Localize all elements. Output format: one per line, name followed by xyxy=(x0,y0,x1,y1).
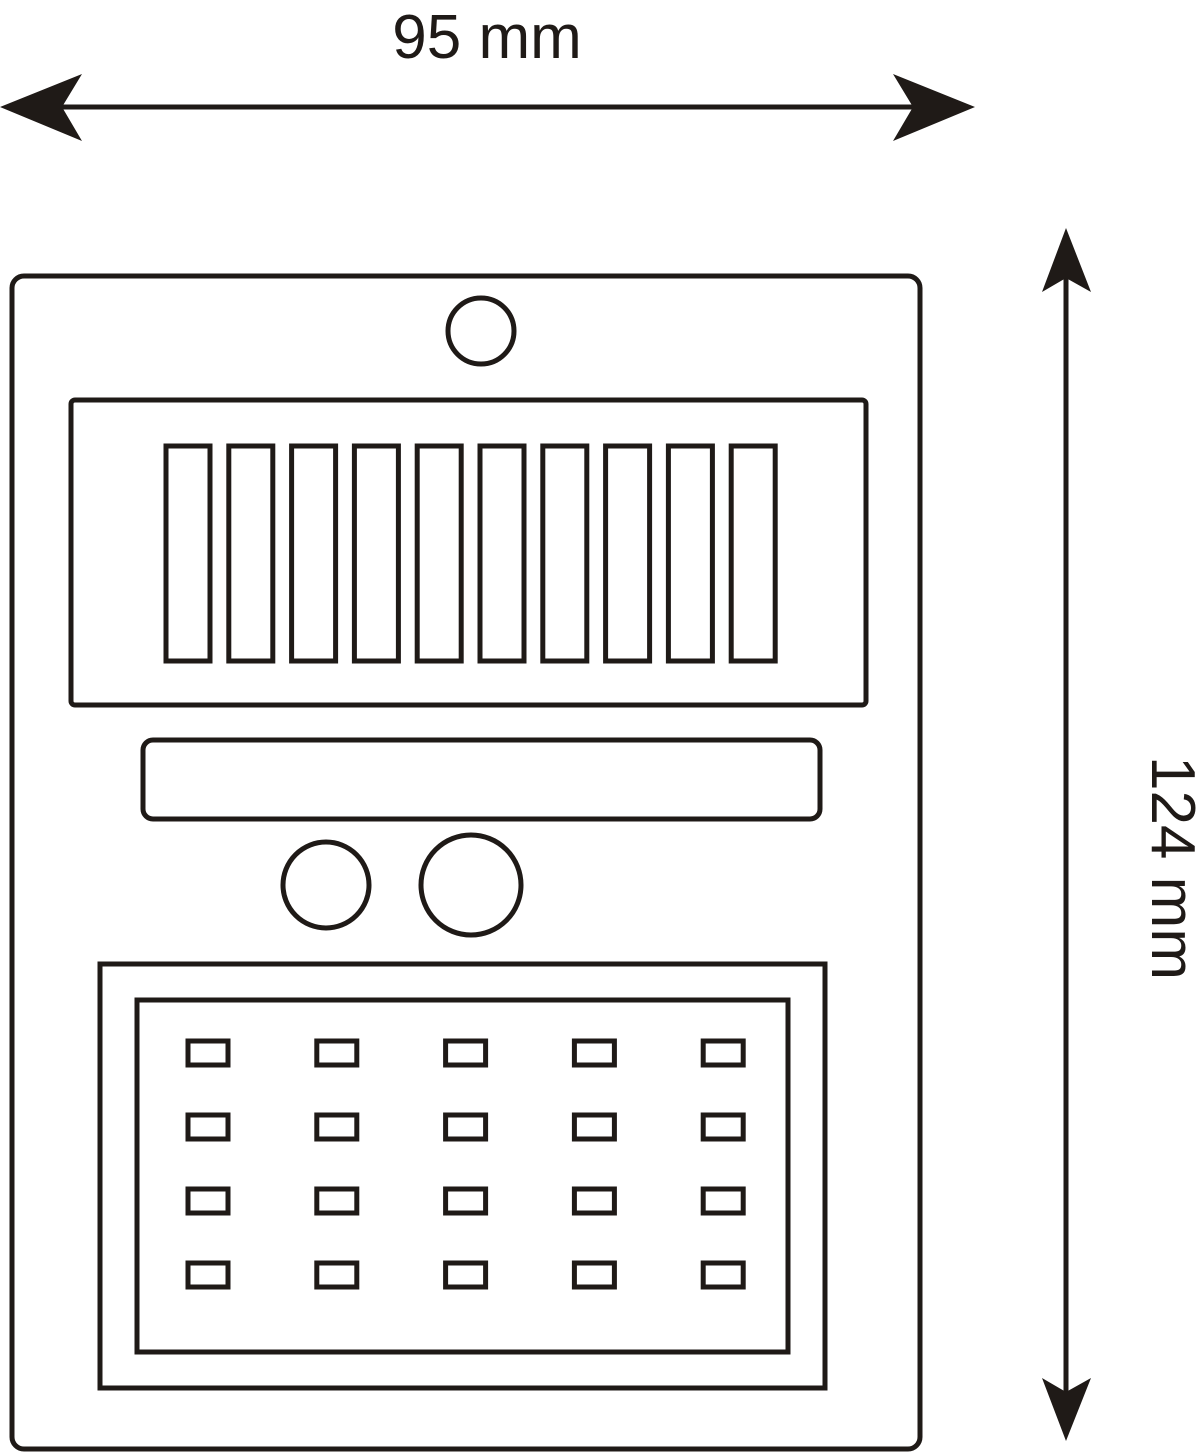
width-label: 95 mm xyxy=(392,3,581,72)
led-chip xyxy=(571,1260,617,1290)
solar-cell xyxy=(665,443,715,664)
solar-cell xyxy=(728,443,778,664)
solar-cell xyxy=(414,443,464,664)
solar-cell xyxy=(540,443,590,664)
solar-panel xyxy=(68,397,869,708)
solar-cells xyxy=(163,443,778,664)
solar-cell xyxy=(226,443,276,664)
solar-panel-frame xyxy=(68,397,869,708)
led-chip xyxy=(443,1186,489,1216)
solar-cell xyxy=(351,443,401,664)
led-chip xyxy=(443,1112,489,1142)
led-chip xyxy=(185,1186,231,1216)
led-chip xyxy=(443,1038,489,1068)
led-chip xyxy=(314,1038,360,1068)
led-chip xyxy=(185,1112,231,1142)
mounting-hole xyxy=(445,295,517,367)
led-chip xyxy=(700,1186,746,1216)
width-arrow-right-head xyxy=(893,74,975,141)
width-arrow-left-head xyxy=(0,74,82,141)
solar-cell xyxy=(603,443,653,664)
height-arrow-top-head xyxy=(1042,228,1091,292)
height-arrow-bottom-head xyxy=(1042,1378,1091,1441)
led-panel xyxy=(97,961,828,1391)
led-chip xyxy=(314,1186,360,1216)
height-dimension: 124 mm xyxy=(1042,228,1200,1441)
led-panel-outer-frame xyxy=(97,961,828,1391)
height-label: 124 mm xyxy=(1138,756,1200,980)
led-chip xyxy=(571,1186,617,1216)
motion-sensor-circle xyxy=(418,832,524,938)
width-dimension: 95 mm xyxy=(0,3,975,141)
device-outline xyxy=(9,273,923,1452)
light-bar xyxy=(140,737,823,822)
led-chip xyxy=(443,1260,489,1290)
led-chip xyxy=(185,1260,231,1290)
led-panel-inner-frame xyxy=(134,997,791,1355)
led-chip xyxy=(185,1038,231,1068)
led-chip xyxy=(571,1038,617,1068)
led-chip xyxy=(314,1112,360,1142)
led-chip xyxy=(571,1112,617,1142)
light-sensor-circle xyxy=(280,839,372,931)
led-chip xyxy=(700,1112,746,1142)
led-chip xyxy=(700,1260,746,1290)
solar-cell xyxy=(477,443,527,664)
solar-cell xyxy=(289,443,339,664)
led-grid xyxy=(185,1038,746,1290)
solar-cell xyxy=(163,443,213,664)
led-chip xyxy=(700,1038,746,1068)
led-chip xyxy=(314,1260,360,1290)
device-body xyxy=(9,273,923,1452)
